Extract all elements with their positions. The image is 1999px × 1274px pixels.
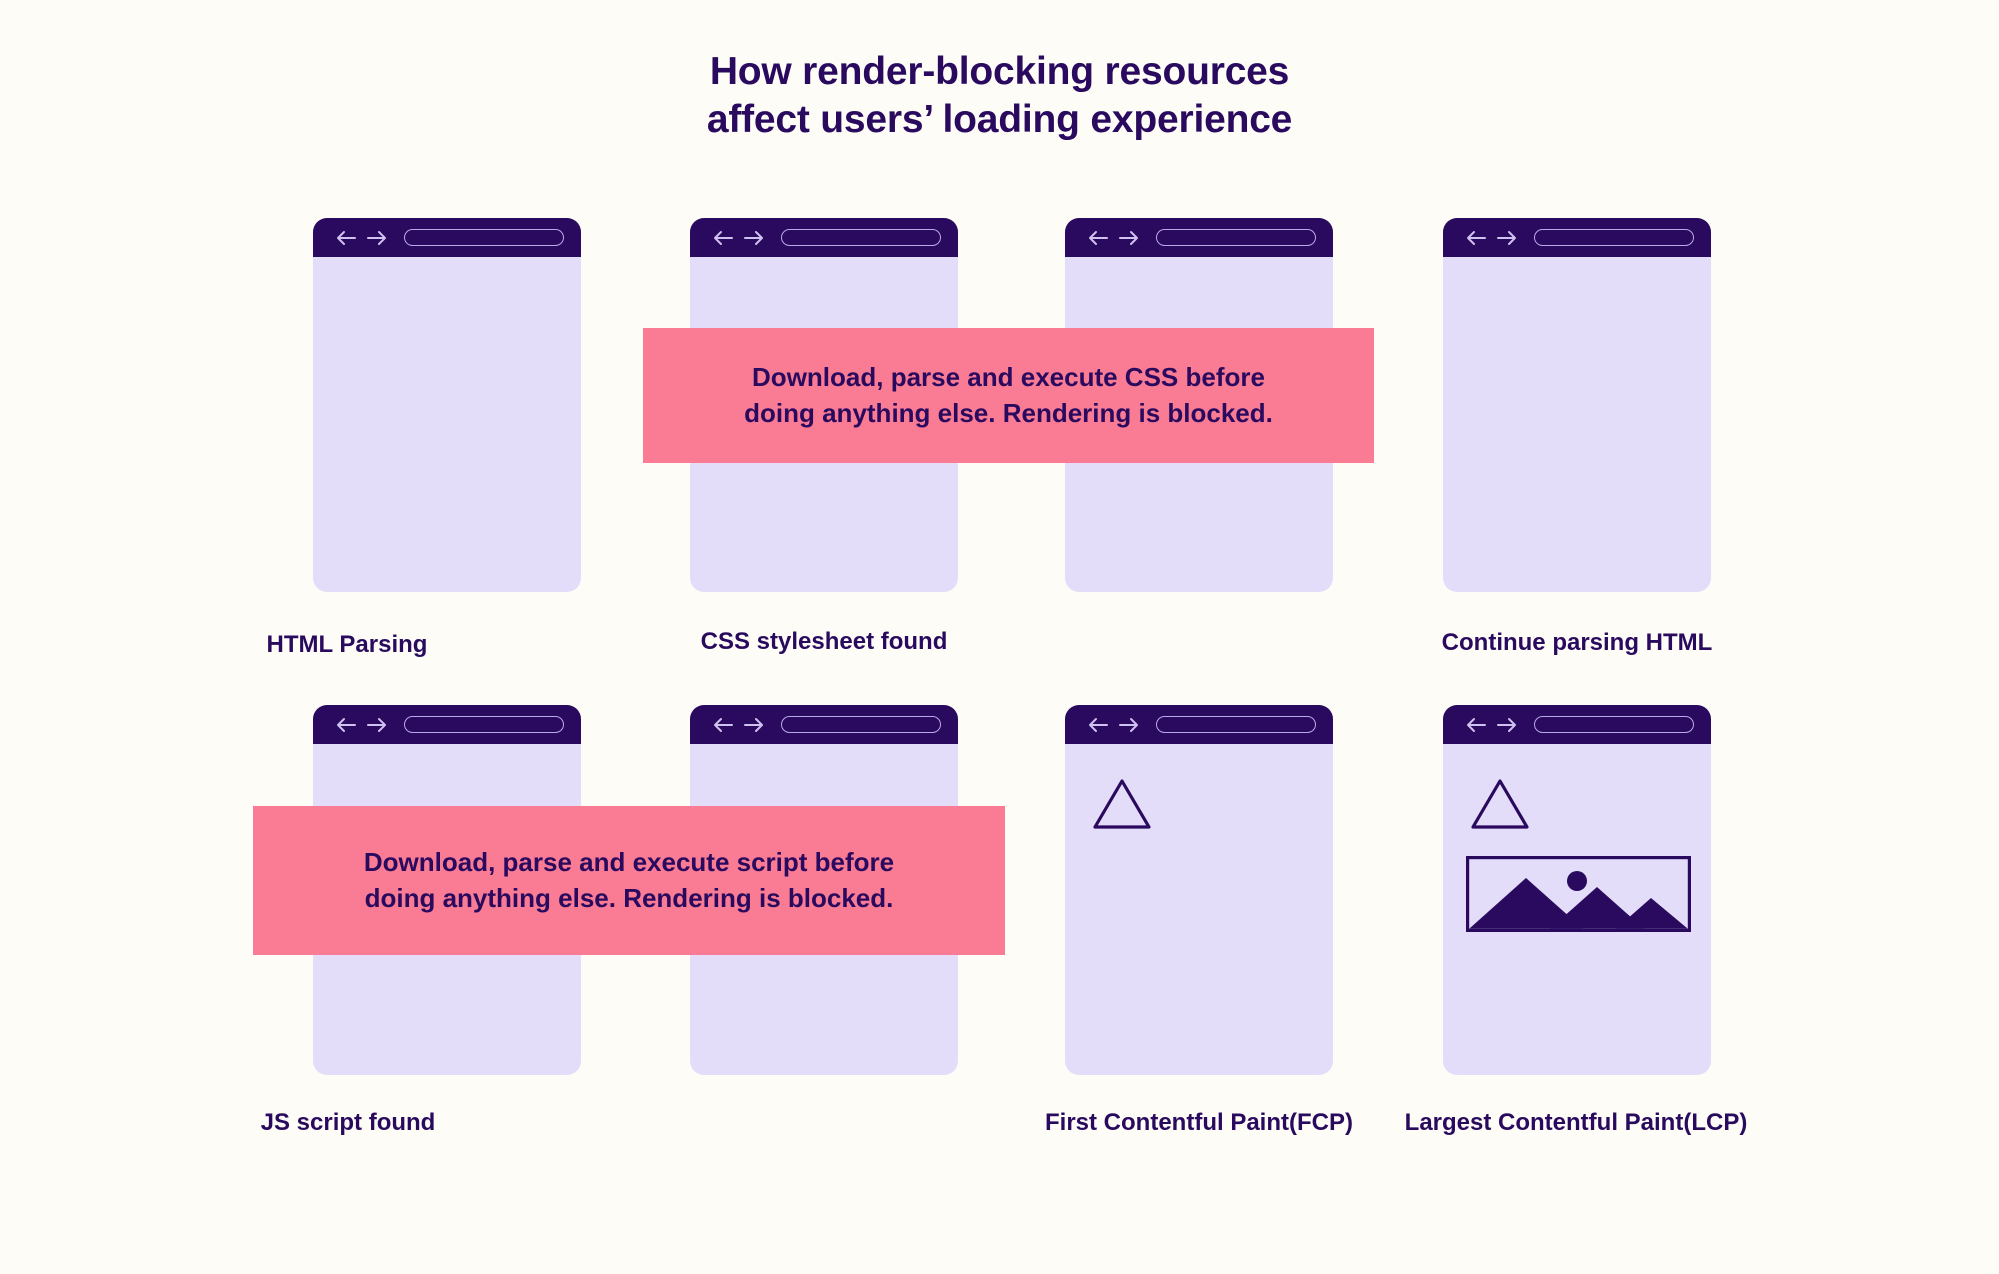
address-bar[interactable]: [1156, 716, 1316, 733]
browser-chrome: [690, 705, 958, 744]
back-arrow-icon[interactable]: [335, 716, 357, 734]
triangle-placeholder-icon: [1469, 777, 1531, 836]
back-arrow-icon[interactable]: [335, 229, 357, 247]
browser-viewport: [1443, 744, 1711, 1075]
address-bar[interactable]: [1156, 229, 1316, 246]
forward-arrow-icon[interactable]: [1118, 229, 1140, 247]
back-arrow-icon[interactable]: [1465, 716, 1487, 734]
back-arrow-icon[interactable]: [1087, 716, 1109, 734]
browser-chrome: [313, 218, 581, 257]
caption-js-found: JS script found: [148, 1108, 548, 1139]
caption-text-line-1: First Contentful: [1045, 1109, 1224, 1136]
callout-line-2: doing anything else. Rendering is blocke…: [364, 882, 894, 913]
back-arrow-icon[interactable]: [1087, 229, 1109, 247]
forward-arrow-icon[interactable]: [1496, 716, 1518, 734]
callout-text: Download, parse and execute script befor…: [364, 845, 894, 917]
caption-html-parsing: HTML Parsing: [147, 630, 547, 661]
browser-chrome: [1065, 705, 1333, 744]
forward-arrow-icon[interactable]: [743, 229, 765, 247]
caption-text: HTML Parsing: [266, 631, 428, 658]
callout-line-1: Download, parse and execute script befor…: [363, 846, 895, 877]
caption-fcp: First Contentful Paint(FCP): [999, 1108, 1399, 1139]
page-title-line-1: How render-blocking resources: [709, 50, 1290, 93]
browser-viewport: [1443, 257, 1711, 592]
back-arrow-icon[interactable]: [712, 229, 734, 247]
browser-chrome: [1443, 705, 1711, 744]
caption-text-line-1: Largest Contentful: [1404, 1109, 1618, 1136]
browser-chrome: [690, 218, 958, 257]
caption-text: CSS stylesheet found: [700, 628, 948, 655]
caption-text: JS script found: [260, 1109, 436, 1136]
browser-viewport: [1065, 744, 1333, 1075]
image-placeholder-icon: [1466, 856, 1692, 937]
browser-viewport: [313, 257, 581, 592]
page-title-line-2: affect users’ loading experience: [706, 97, 1293, 141]
callout-script-blocking: Download, parse and execute script befor…: [253, 806, 1005, 955]
caption-css-found: CSS stylesheet found: [624, 627, 1024, 658]
address-bar[interactable]: [404, 716, 564, 733]
browser-card-continue-parsing: [1443, 218, 1711, 592]
browser-chrome: [1443, 218, 1711, 257]
page-title: How render-blocking resources affect use…: [0, 48, 1999, 144]
callout-text: Download, parse and execute CSS before d…: [744, 360, 1273, 432]
address-bar[interactable]: [781, 229, 941, 246]
address-bar[interactable]: [404, 229, 564, 246]
address-bar[interactable]: [1534, 229, 1694, 246]
browser-card-lcp: [1443, 705, 1711, 1075]
address-bar[interactable]: [781, 716, 941, 733]
browser-card-fcp: [1065, 705, 1333, 1075]
back-arrow-icon[interactable]: [712, 716, 734, 734]
caption-lcp: Largest Contentful Paint(LCP): [1376, 1108, 1776, 1139]
callout-line-2: doing anything else. Rendering is blocke…: [744, 397, 1273, 428]
callout-css-blocking: Download, parse and execute CSS before d…: [643, 328, 1374, 463]
address-bar[interactable]: [1534, 716, 1694, 733]
forward-arrow-icon[interactable]: [366, 229, 388, 247]
browser-card-html-parsing: [313, 218, 581, 592]
browser-chrome: [313, 705, 581, 744]
caption-continue-parsing: Continue parsing HTML: [1377, 628, 1777, 659]
forward-arrow-icon[interactable]: [366, 716, 388, 734]
caption-text-line-2: Paint(FCP): [1230, 1109, 1353, 1136]
caption-text: Continue parsing HTML: [1441, 629, 1713, 656]
forward-arrow-icon[interactable]: [743, 716, 765, 734]
caption-text-line-2: Paint(LCP): [1624, 1109, 1748, 1136]
triangle-placeholder-icon: [1091, 777, 1153, 836]
callout-line-1: Download, parse and execute CSS before: [752, 361, 1265, 392]
forward-arrow-icon[interactable]: [1496, 229, 1518, 247]
browser-chrome: [1065, 218, 1333, 257]
back-arrow-icon[interactable]: [1465, 229, 1487, 247]
forward-arrow-icon[interactable]: [1118, 716, 1140, 734]
